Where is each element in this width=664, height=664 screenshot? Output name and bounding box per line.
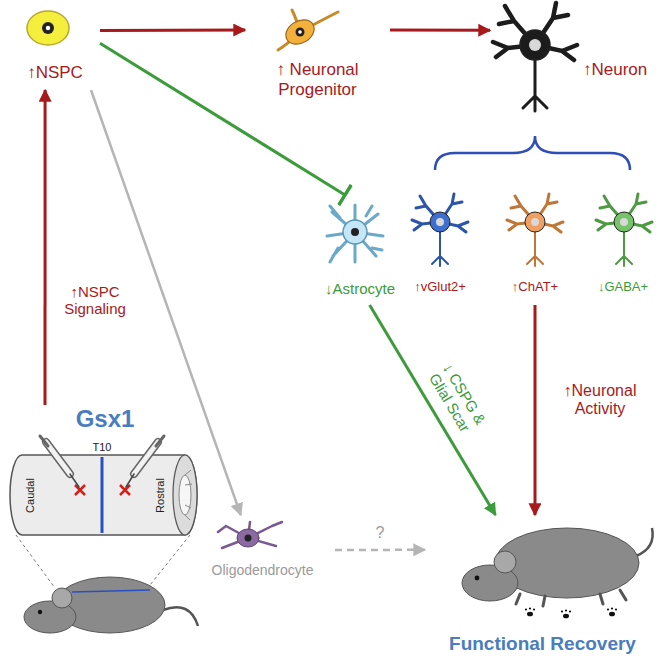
- direction-label: Rostral: [155, 478, 166, 513]
- bracket: [435, 136, 630, 170]
- recovery-node: Functional Recovery: [425, 515, 660, 660]
- connector: [370, 305, 496, 515]
- gaba-neuron-icon: [596, 194, 652, 266]
- edge-label: ↑NSPC Signaling: [55, 283, 135, 318]
- node-label: ↑NSPC: [10, 63, 100, 83]
- node-label: ↓Astrocyte: [300, 280, 420, 297]
- progenitor-cell: [278, 10, 338, 50]
- vglut2-node: ↑vGlut2+: [400, 185, 480, 305]
- node-label: ↑ Neuronal Progenitor: [260, 60, 375, 99]
- chat-node: ↑ChAT+: [495, 185, 575, 305]
- connector: [44, 90, 47, 405]
- mouse-illustration: [24, 577, 198, 633]
- nspc-node: ↑NSPC: [10, 5, 100, 90]
- node-label: ↓GABA+: [586, 280, 660, 295]
- neuron-node: ↑Neuron: [490, 5, 656, 115]
- syringe: [40, 436, 164, 487]
- edge-label: ↓ CSPG & Glial Scar: [421, 354, 493, 442]
- progenitor-node: ↑ Neuronal Progenitor: [245, 5, 390, 105]
- connector: [390, 29, 490, 32]
- mouse-illustration: [462, 528, 653, 606]
- chat-neuron-icon: [507, 194, 563, 266]
- edge-label: ?: [370, 524, 390, 542]
- paw-print: [525, 607, 617, 618]
- gaba-node: ↓GABA+: [586, 185, 660, 305]
- astrocyte-icon: [327, 205, 383, 262]
- oligodendrocyte-node: Oligodendrocyte: [190, 515, 335, 585]
- nspc-cell: [27, 11, 69, 45]
- node-label: Oligodendrocyte: [190, 562, 335, 578]
- connector: [100, 29, 245, 33]
- oligodendrocyte-icon: [218, 522, 282, 548]
- connector: [533, 305, 536, 515]
- segment-label: T10: [93, 442, 112, 453]
- spinal-cord-segment: [10, 455, 197, 535]
- node-label: ↑vGlut2+: [400, 280, 480, 295]
- edge-label: ↑Neuronal Activity: [550, 382, 650, 419]
- astrocyte-node: ↓Astrocyte: [300, 195, 420, 305]
- vglut2-neuron-icon: [412, 194, 468, 266]
- node-label: ↑ChAT+: [495, 280, 575, 295]
- node-label: ↑Neuron: [583, 60, 655, 80]
- node-label: Gsx1: [60, 405, 150, 433]
- direction-label: Caudal: [24, 478, 35, 513]
- node-label: Functional Recovery: [425, 633, 660, 655]
- neuron-icon: [493, 3, 577, 111]
- connector: [335, 549, 425, 552]
